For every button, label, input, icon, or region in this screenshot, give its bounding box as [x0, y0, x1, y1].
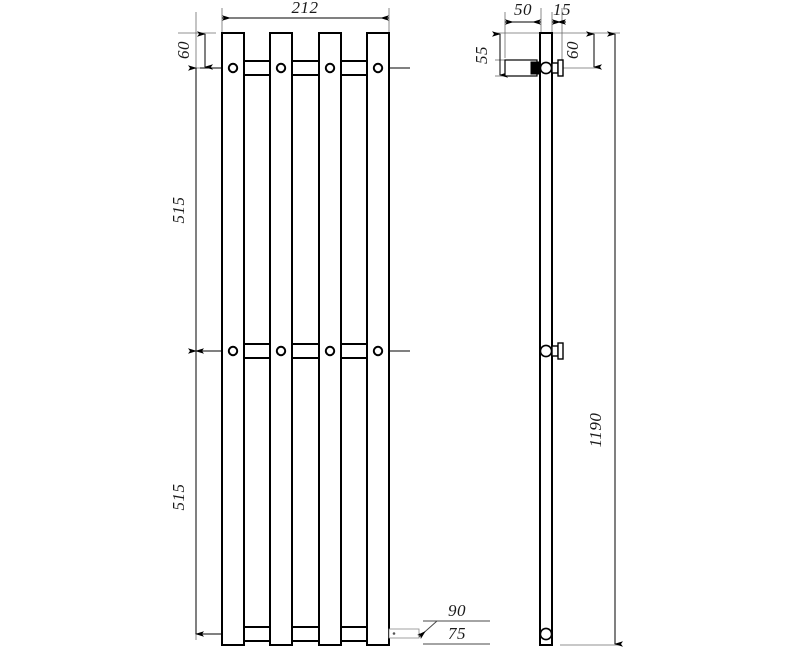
node-upper-2	[275, 62, 287, 74]
dim-front-lower-515: 515	[169, 348, 204, 637]
front-rails-upper	[243, 60, 368, 76]
bar-4	[366, 32, 390, 646]
dim-label-15: 15	[553, 0, 571, 19]
node-upper-4	[372, 62, 384, 74]
rail-middle-2	[291, 343, 320, 359]
bar-3	[318, 32, 342, 646]
front-rails-middle	[243, 343, 368, 359]
front-rails-lower	[243, 626, 368, 642]
side-hole-top	[539, 61, 553, 75]
bar-1	[221, 32, 245, 646]
dim-label-60-side: 60	[563, 41, 582, 59]
dim-side-top-60: 60	[563, 31, 602, 70]
front-nodes-middle	[227, 345, 384, 357]
rail-lower-1	[243, 626, 271, 642]
dim-front-width-212: 212	[222, 0, 389, 21]
front-vertical-bars	[221, 32, 390, 646]
dim-side-total-1190: 1190	[586, 31, 623, 647]
rail-upper-1	[243, 60, 271, 76]
dim-front-upper-515: 515	[169, 65, 204, 354]
bar-2	[269, 32, 293, 646]
node-middle-3	[324, 345, 336, 357]
rail-lower-2	[291, 626, 320, 642]
side-extension-lines	[495, 8, 620, 646]
side-fitting-middle	[551, 342, 564, 360]
dim-label-1190: 1190	[586, 413, 605, 448]
front-view-group: 212 60 515 515	[169, 0, 490, 646]
side-hole-middle	[539, 344, 553, 358]
rail-upper-2	[291, 60, 320, 76]
node-middle-1	[227, 345, 239, 357]
side-hole-bottom	[539, 627, 553, 641]
rail-middle-1	[243, 343, 271, 359]
rail-upper-3	[340, 60, 368, 76]
front-bottom-fitting	[388, 628, 420, 639]
side-tube	[539, 32, 553, 646]
dim-label-50: 50	[514, 0, 532, 19]
rail-middle-3	[340, 343, 368, 359]
dim-front-top-60: 60	[174, 31, 213, 70]
side-fitting-top	[551, 59, 564, 77]
dim-label-55: 55	[472, 46, 491, 64]
dim-side-fitting-15: 15	[552, 0, 571, 25]
dim-label-212: 212	[292, 0, 319, 17]
leader-callout-90-75: 90 75	[417, 601, 490, 645]
dim-label-515-upper: 515	[169, 197, 188, 224]
rail-lower-3	[340, 626, 368, 642]
side-wall-bracket	[504, 59, 541, 77]
node-middle-2	[275, 345, 287, 357]
node-upper-1	[227, 62, 239, 74]
side-view-group: 50 15 55 60 1190	[472, 0, 623, 647]
node-upper-3	[324, 62, 336, 74]
node-middle-4	[372, 345, 384, 357]
leader-label-75: 75	[448, 624, 466, 643]
side-holes	[539, 61, 553, 641]
leader-label-90: 90	[448, 601, 466, 620]
dim-side-bracket-50: 50	[505, 0, 541, 25]
dim-side-bracket-55: 55	[472, 31, 508, 78]
front-nodes-upper	[227, 62, 384, 74]
dim-label-515-lower: 515	[169, 484, 188, 511]
dim-label-60-front: 60	[174, 41, 193, 59]
